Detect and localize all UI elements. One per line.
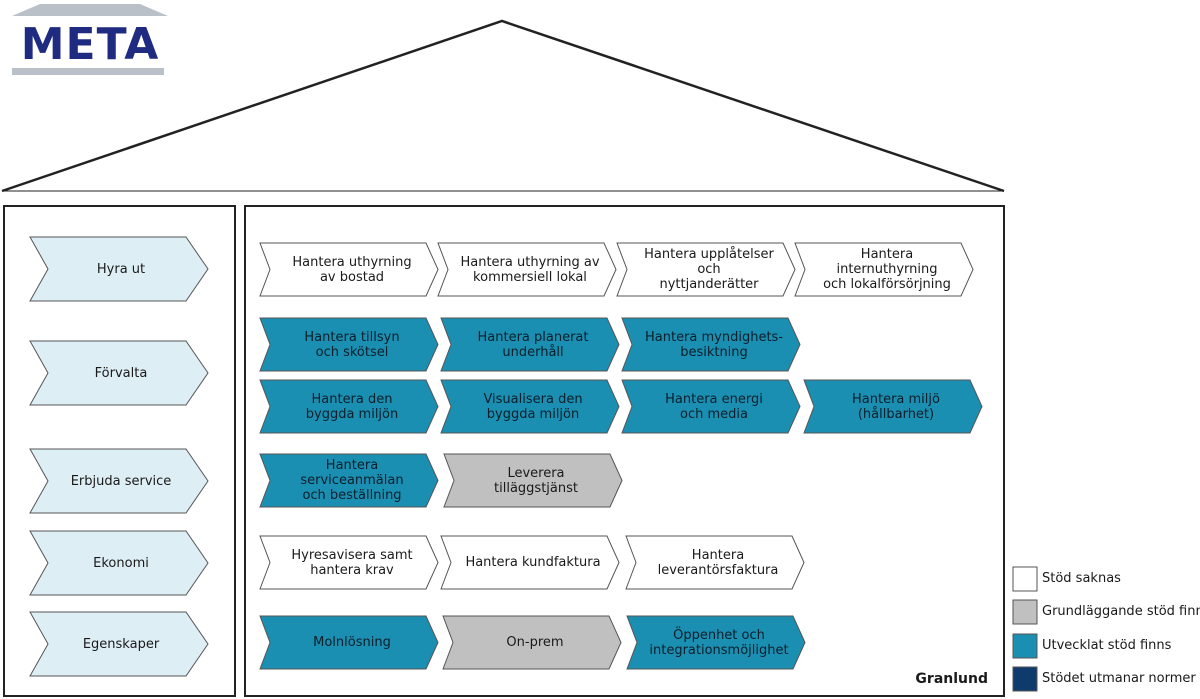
process-chevron [803, 379, 983, 434]
category-chevron [29, 530, 209, 596]
process-label: Hantera miljö (hållbarhet) [852, 391, 940, 422]
process-chevron [440, 317, 620, 372]
process-label: Hantera kundfaktura [465, 555, 601, 570]
process-chevron [440, 379, 620, 434]
logo-wordmark: META [20, 19, 160, 70]
legend-swatch [1012, 599, 1038, 625]
process-label: Hantera upplåtelser och nyttjanderätter [644, 247, 774, 292]
process-label: Hantera internuthyrning och lokalförsörj… [823, 247, 951, 292]
process-chevron [625, 535, 805, 590]
logo-roof [12, 4, 168, 16]
category-chevron [29, 448, 209, 514]
process-label: Hantera myndighets- besiktning [644, 329, 784, 360]
legend-label: Stöd saknas [1042, 571, 1121, 586]
process-chevron [440, 535, 620, 590]
process-label: Hantera tillsyn och skötsel [304, 329, 400, 360]
process-label: Hantera uthyrning av bostad [292, 254, 412, 285]
process-label: Hyresavisera samt hantera krav [291, 547, 413, 578]
category-chevron [29, 236, 209, 302]
process-chevron [621, 379, 801, 434]
legend-label: Stödet utmanar normer [1042, 671, 1196, 686]
process-panel [244, 205, 1005, 697]
process-chevron [259, 317, 439, 372]
logo-base [12, 68, 164, 75]
process-chevron [259, 453, 439, 508]
house-roof [1, 19, 1005, 193]
process-chevron [259, 615, 439, 670]
legend-label: Grundläggande stöd finns [1042, 604, 1200, 619]
category-chevron [29, 340, 209, 406]
process-chevron [626, 615, 806, 670]
process-label: Leverera tilläggstjänst [494, 465, 578, 496]
process-chevron [259, 535, 439, 590]
process-chevron [621, 317, 801, 372]
process-chevron [616, 242, 796, 297]
process-chevron [259, 242, 439, 297]
process-chevron [437, 242, 617, 297]
process-chevron [794, 242, 974, 297]
process-label: Hantera serviceanmälan och beställning [300, 458, 404, 503]
process-label: On-prem [506, 635, 564, 650]
process-label: Hantera leverantörsfaktura [657, 547, 779, 578]
process-chevron [259, 379, 439, 434]
process-chevron [443, 453, 623, 508]
category-label: Ekonomi [93, 555, 149, 571]
legend-label: Utvecklat stöd finns [1042, 638, 1172, 653]
process-chevron [442, 615, 622, 670]
meta-logo [12, 4, 168, 75]
process-label: Hantera den byggda miljön [305, 391, 399, 422]
category-panel [3, 205, 236, 697]
category-label: Förvalta [94, 365, 148, 381]
category-label: Erbjuda service [70, 473, 172, 489]
category-label: Egenskaper [82, 636, 160, 652]
legend-swatch [1012, 566, 1038, 592]
legend-swatch [1012, 666, 1038, 692]
process-label: Hantera planerat underhåll [477, 329, 589, 360]
category-chevron [29, 611, 209, 677]
category-label: Hyra ut [96, 261, 146, 277]
process-label: Hantera uthyrning av kommersiell lokal [460, 254, 600, 285]
brand-label: Granlund [915, 671, 988, 687]
process-label: Molnlösning [313, 635, 391, 650]
process-label: Hantera energi och media [665, 391, 763, 422]
process-label: Visualisera den byggda miljön [483, 391, 583, 422]
process-label: Öppenhet och integrationsmöjlighet [649, 627, 789, 658]
legend-swatch [1012, 633, 1038, 659]
